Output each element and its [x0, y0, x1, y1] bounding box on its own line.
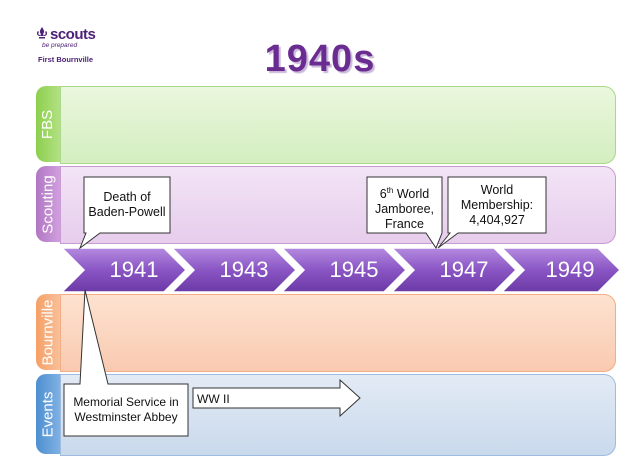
jamboree-number: 6 — [379, 187, 387, 202]
jamboree-word: World — [393, 187, 430, 202]
fleur-de-lis-icon — [36, 27, 48, 39]
callout-jamboree-text: 6th World Jamboree, France — [367, 183, 442, 232]
jamboree-superscript: th — [386, 186, 394, 195]
year-label-1941: 1941 — [109, 257, 159, 282]
callout-memorial-line2: Westminster Abbey — [74, 410, 178, 424]
logo-group-name: First Bournville — [38, 55, 94, 64]
callout-membership-line1: World — [480, 183, 514, 197]
callout-death-text: Death of Baden-Powell — [84, 190, 170, 220]
callout-memorial-line1: Memorial Service in — [73, 395, 179, 409]
lane-label-bournville: Bournville — [36, 294, 60, 370]
year-label-1947: 1947 — [439, 257, 489, 282]
callout-death-line1: Death of — [103, 190, 151, 204]
callout-membership-line3: 4,404,927 — [469, 213, 525, 227]
callout-membership-text: World Membership: 4,404,927 — [448, 183, 546, 228]
lane-label-scouting: Scouting — [36, 166, 60, 242]
lane-body-bournville — [60, 294, 616, 372]
callout-death-line2: Baden-Powell — [88, 205, 166, 219]
lane-label-text: Bournville — [39, 299, 57, 365]
callout-memorial-text: Memorial Service in Westminster Abbey — [64, 395, 188, 425]
year-label-1943: 1943 — [219, 257, 269, 282]
logo-wordmark: scouts — [50, 26, 96, 43]
page-title: 1940s — [264, 38, 376, 80]
lane-label-text: Scouting — [39, 174, 57, 234]
lane-label-text: Events — [39, 391, 57, 437]
callout-jamboree-line1: 6th World — [367, 183, 442, 202]
year-label-1949: 1949 — [545, 257, 595, 282]
callout-jamboree-line3: France — [385, 217, 424, 232]
logo-tagline: be prepared — [42, 42, 78, 49]
lane-fbs: FBS — [36, 86, 616, 164]
lane-label-fbs: FBS — [36, 86, 60, 162]
lane-bournville: Bournville — [36, 294, 616, 372]
lane-body-fbs — [60, 86, 616, 164]
callout-membership-line2: Membership: — [460, 198, 534, 212]
lane-label-text: FBS — [39, 109, 57, 139]
callout-jamboree-line2: Jamboree, — [374, 202, 435, 217]
year-label-1945: 1945 — [329, 257, 379, 282]
lane-label-events: Events — [36, 374, 60, 454]
scouts-logo: scouts be prepared First Bournville — [34, 26, 104, 68]
wwii-label: WW II — [197, 392, 230, 406]
